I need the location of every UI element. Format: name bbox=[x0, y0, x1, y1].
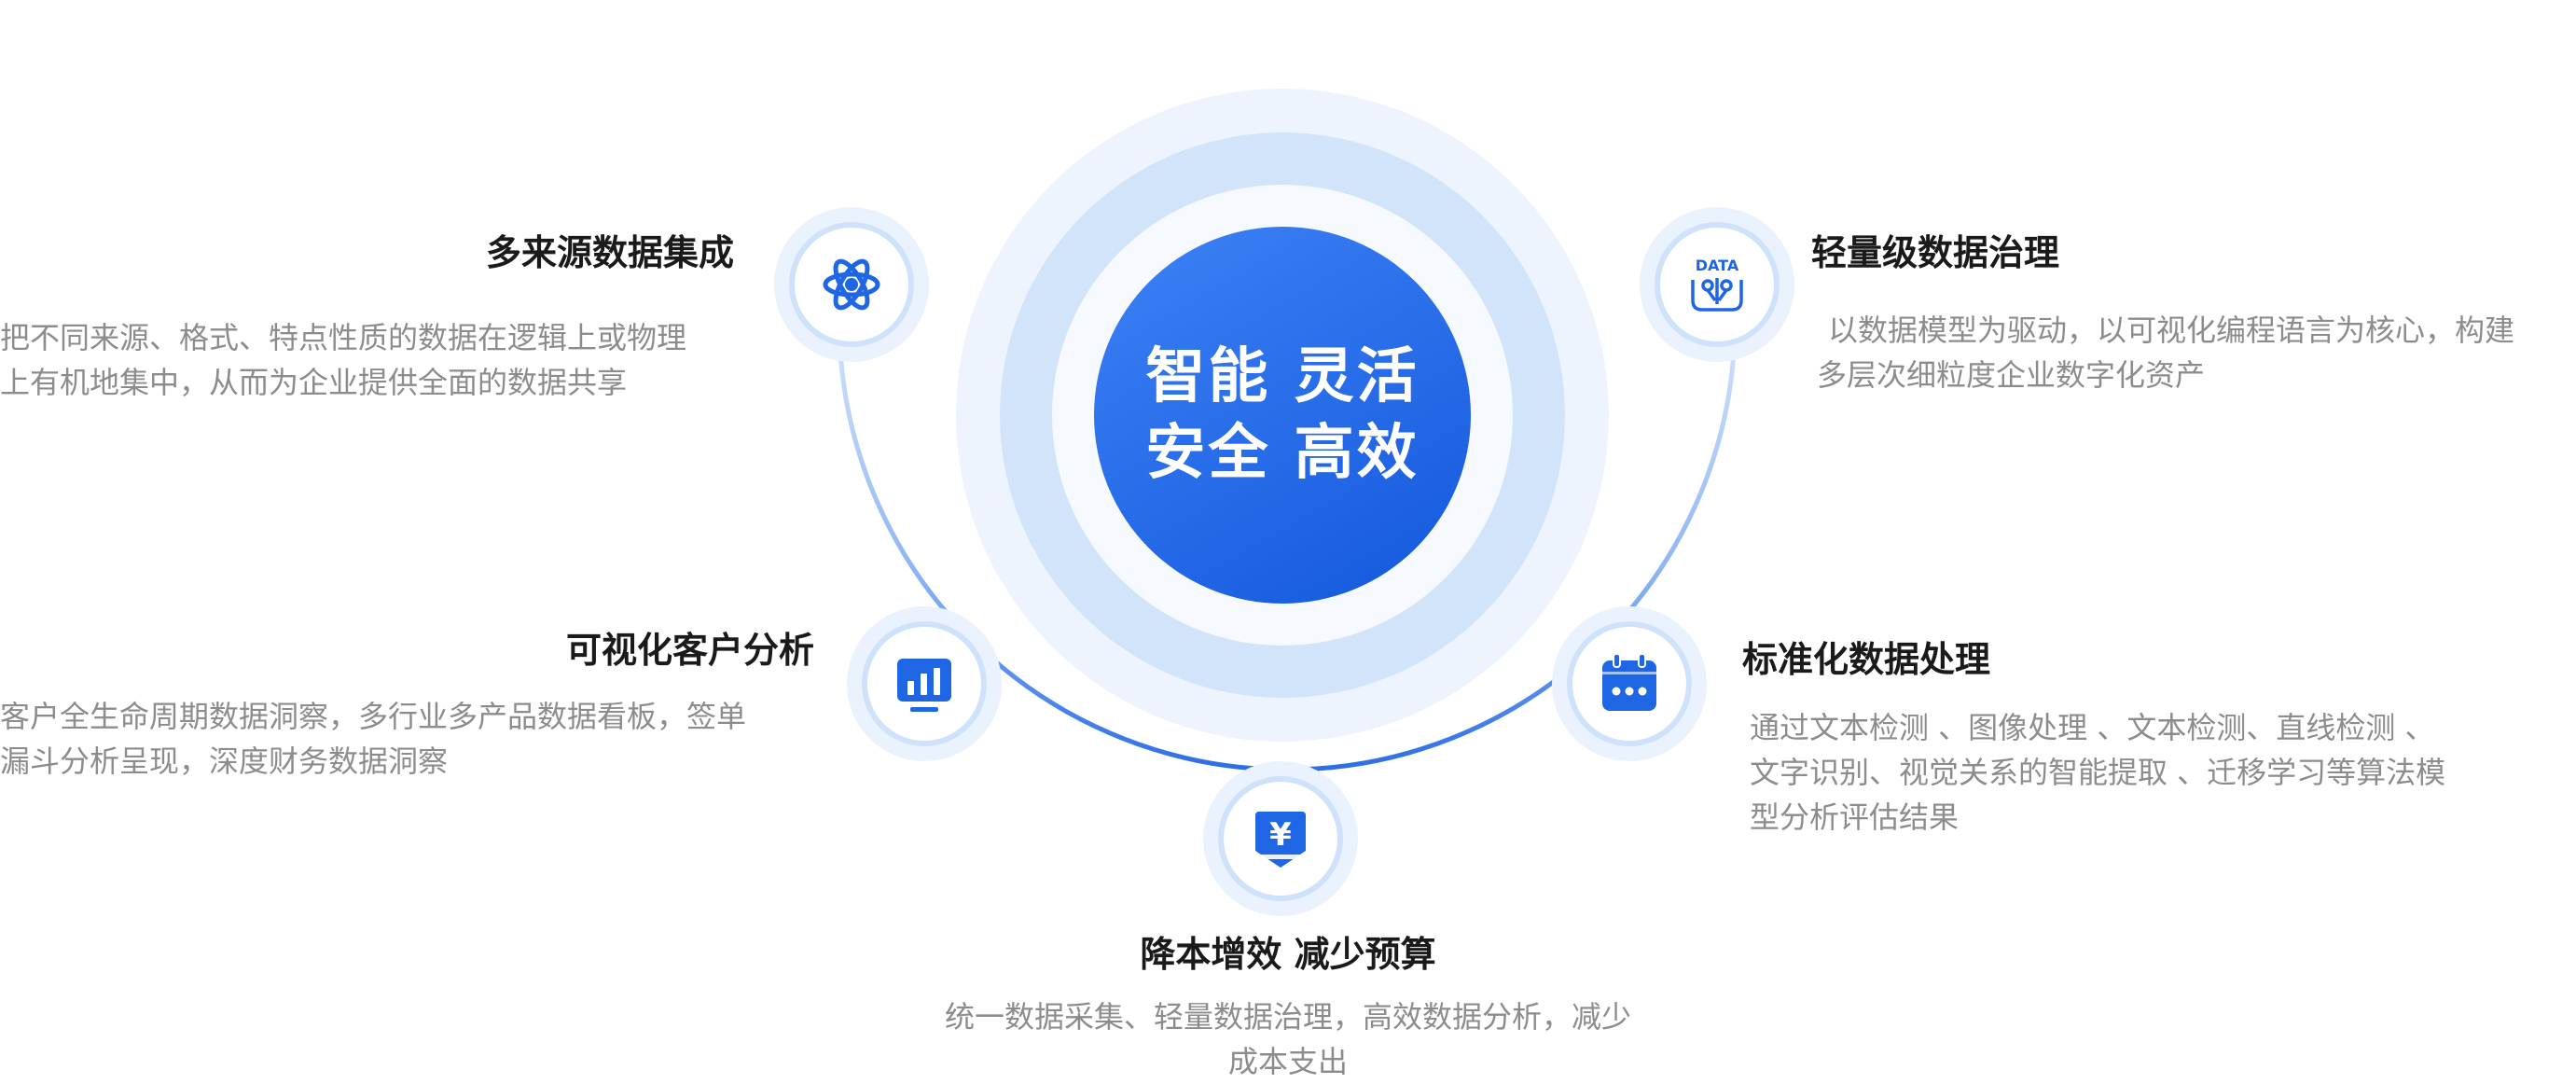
item-title-data-governance: 轻量级数据治理 bbox=[1811, 232, 2060, 273]
item-desc-data-processing: 通过文本检测 、图像处理 、文本检测、直线检测 、 文字识别、视觉关系的智能提取… bbox=[1750, 710, 2446, 835]
item-desc-data-integration: 把不同来源、格式、特点性质的数据在逻辑上或物理 上有机地集中，从而为企业提供全面… bbox=[0, 320, 687, 400]
atom-icon bbox=[823, 258, 880, 311]
data-icon: DATA bbox=[1691, 257, 1743, 312]
item-desc-customer-analysis: 客户全生命周期数据洞察，多行业多产品数据看板，签单 漏斗分析呈现，深度财务数据洞… bbox=[0, 699, 747, 779]
node-cost-reduction[interactable]: ¥ bbox=[1203, 761, 1358, 916]
item-title-cost-reduction: 降本增效 减少预算 bbox=[1140, 934, 1436, 975]
item-title-data-integration: 多来源数据集成 bbox=[485, 232, 734, 273]
item-title-data-processing: 标准化数据处理 bbox=[1742, 639, 1991, 680]
center-line-2: 安全 高效 bbox=[1145, 419, 1420, 488]
node-customer-analysis[interactable] bbox=[847, 606, 1002, 761]
svg-text:DATA: DATA bbox=[1696, 257, 1739, 274]
node-data-governance[interactable]: DATA bbox=[1640, 207, 1794, 362]
center-core: 智能 灵活 安全 高效 bbox=[1094, 227, 1471, 604]
node-data-processing[interactable] bbox=[1552, 606, 1707, 761]
calendar-icon bbox=[1602, 653, 1656, 711]
node-data-integration[interactable] bbox=[774, 207, 929, 362]
bar-chart-icon bbox=[897, 659, 951, 712]
item-title-customer-analysis: 可视化客户分析 bbox=[565, 630, 814, 671]
yen-icon: ¥ bbox=[1255, 812, 1306, 868]
item-desc-data-governance: 以数据模型为驱动，以可视化编程语言为核心，构建 多层次细粒度企业数字化资产 bbox=[1817, 313, 2515, 393]
svg-text:¥: ¥ bbox=[1269, 816, 1292, 854]
center-line-1: 智能 灵活 bbox=[1145, 342, 1420, 411]
item-desc-cost-reduction: 统一数据采集、轻量数据治理，高效数据分析，减少 成本支出 bbox=[944, 999, 1631, 1079]
